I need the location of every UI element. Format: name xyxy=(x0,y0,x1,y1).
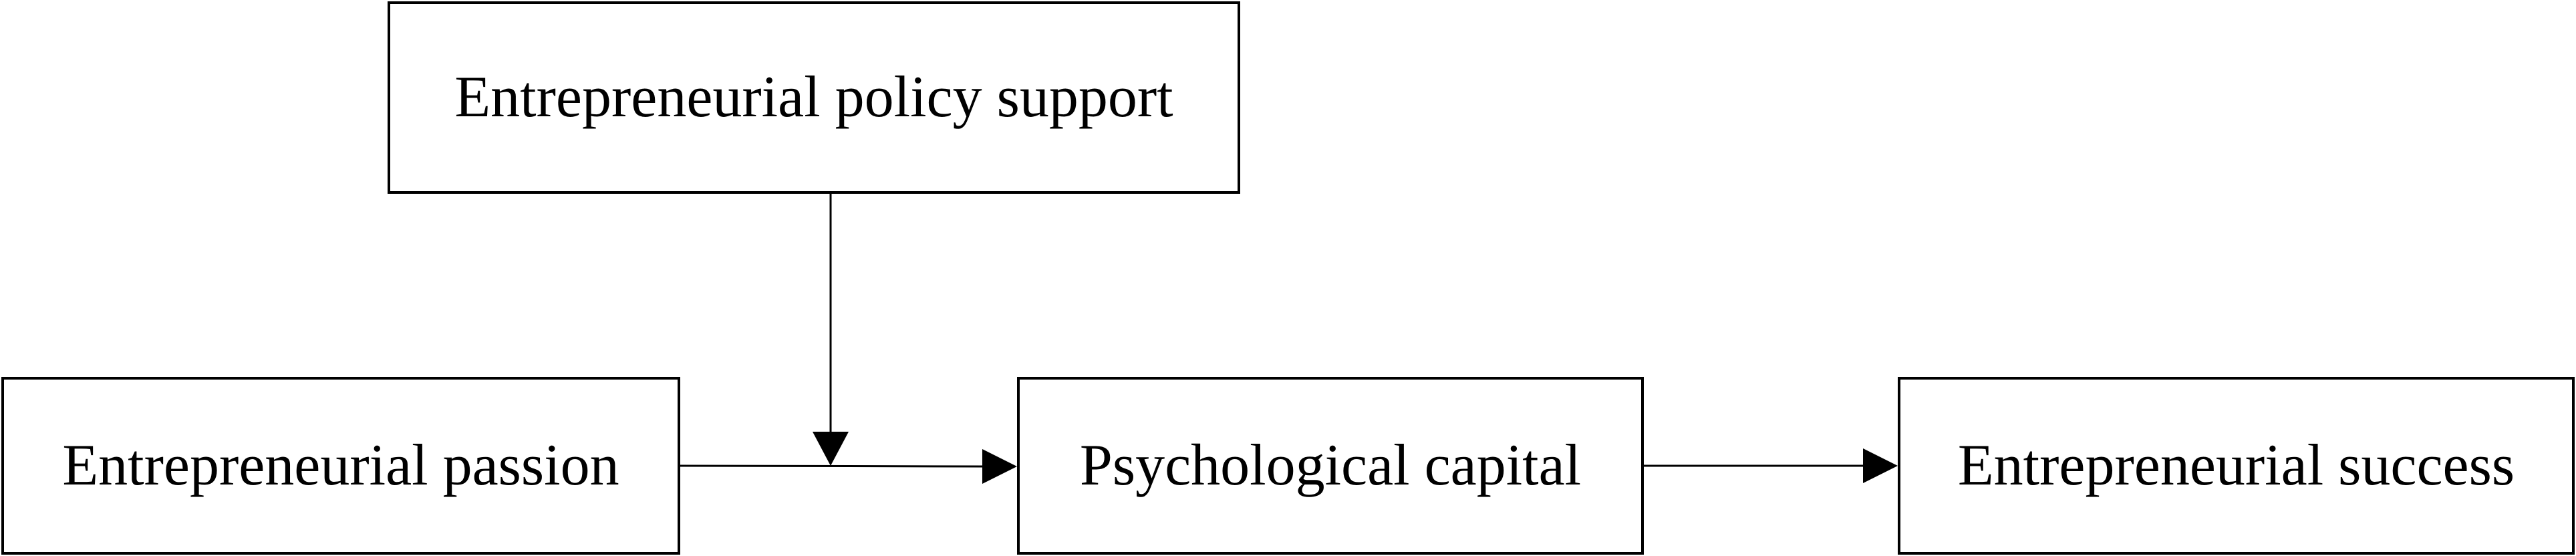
arrowhead-success xyxy=(1863,448,1898,483)
node-psychological-capital: Psychological capital xyxy=(1017,377,1644,555)
node-psych-capital-label: Psychological capital xyxy=(1079,433,1582,498)
node-success-label: Entrepreneurial success xyxy=(1957,433,2515,498)
node-passion-label: Entrepreneurial passion xyxy=(62,433,619,498)
node-policy-support-label: Entrepreneurial policy support xyxy=(454,65,1173,130)
arrowhead-moderation xyxy=(813,432,849,466)
arrowhead-psych-capital xyxy=(982,449,1017,484)
node-entrepreneurial-passion: Entrepreneurial passion xyxy=(1,377,680,555)
node-entrepreneurial-success: Entrepreneurial success xyxy=(1898,377,2575,555)
node-policy-support: Entrepreneurial policy support xyxy=(388,1,1240,194)
